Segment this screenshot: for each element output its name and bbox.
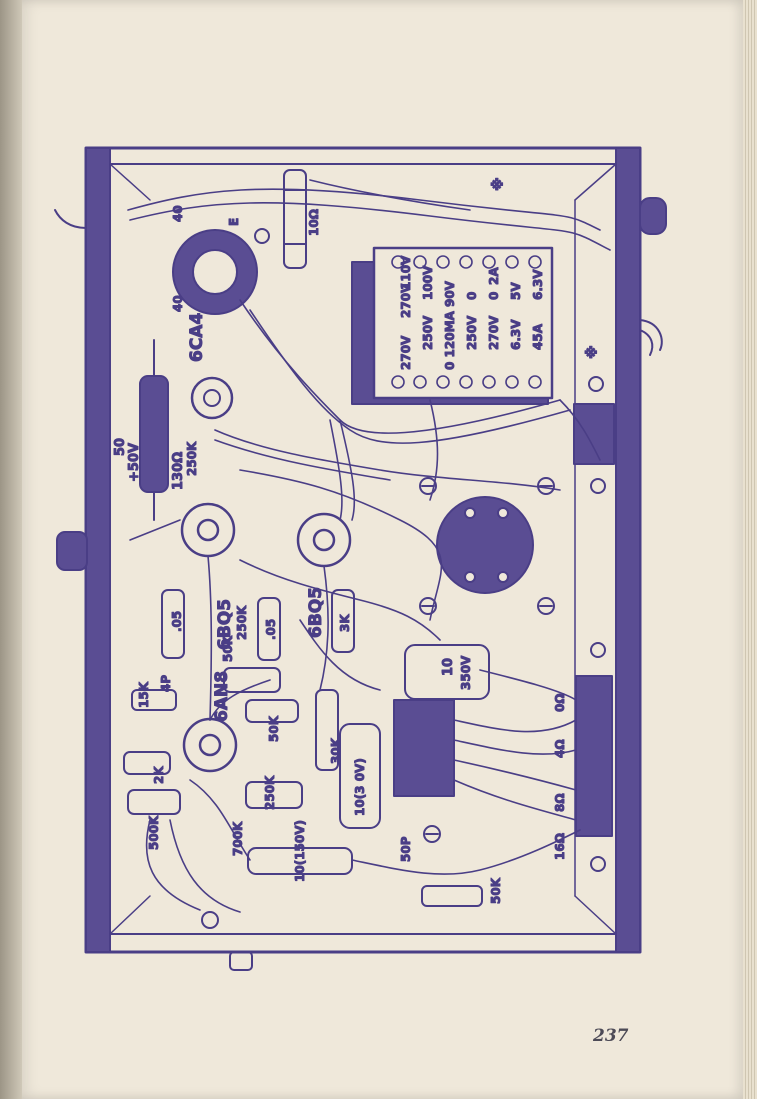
label-05-b: .05 (264, 619, 278, 640)
book-spine (0, 0, 22, 1099)
asterisk-mark-a: ※ (490, 178, 504, 194)
transformer-row1-d: 0 (465, 292, 479, 300)
resistor-10ohm (283, 169, 307, 269)
label-250k-a: 250K (185, 441, 199, 476)
label-50: 50 (113, 438, 128, 456)
transformer-row2-g: 45A (531, 323, 545, 350)
label-30k: 30K (329, 737, 343, 764)
transformer-row2-c: 0 120MA 90V (443, 280, 457, 370)
wiring (127, 179, 611, 913)
power-transformer (351, 246, 554, 405)
label-05-a: .05 (170, 611, 184, 632)
transformer-row1-b: 110V (399, 255, 413, 290)
label-250k-b: 250K (235, 605, 249, 640)
label-10-300v: 10(3 0V) (353, 758, 367, 816)
transformer-row2-e: 270V (487, 315, 501, 350)
speaker-tap-4ohm: 4Ω (553, 739, 567, 758)
terminal-strips (393, 403, 615, 837)
label-350v: 350V (459, 655, 473, 690)
transformer-row1-c: 100V (421, 265, 435, 300)
label-50p: 50P (399, 836, 413, 862)
speaker-tap-16ohm: 16Ω (553, 833, 567, 860)
label-tap-40-a: 40 (171, 205, 185, 222)
label-4p: 4P (159, 675, 173, 692)
page-edges (743, 0, 757, 1099)
label-700k: 700K (231, 821, 245, 856)
label-50v: +50V (127, 443, 142, 482)
filter-choke (436, 496, 534, 594)
transformer-row2-d: 250V (465, 315, 479, 350)
transformer-row1-h: 6.3V (531, 269, 545, 300)
label-3k: 3K (338, 614, 352, 632)
transformer-row2-a: 270V (399, 335, 413, 370)
tube-label-6an8: 6AN8 (212, 671, 232, 722)
label-50k-c: 50K (489, 877, 503, 904)
tube-label-6ca4: 6CA4 (187, 313, 207, 362)
label-250k-c: 250K (263, 775, 277, 810)
screws (201, 228, 606, 929)
transformer-row2-f: 6.3V (509, 319, 523, 350)
tube-label-6bq5-a: 6BQ5 (215, 599, 235, 650)
transformer-row1-a: 270V (399, 283, 413, 318)
resistor-130ohm (139, 339, 169, 521)
tube-label-6bq5-b: 6BQ5 (306, 587, 326, 638)
label-tap-40-b: 40 (171, 295, 185, 312)
transformer-row1-g: 5V (509, 282, 523, 300)
label-500k: 500K (147, 815, 161, 850)
label-2k: 2K (152, 766, 166, 784)
external-hardware (54, 197, 667, 971)
label-50k-b: 50K (267, 715, 281, 742)
transformer-row1-f: 2A (487, 267, 501, 285)
rectifier-socket (172, 229, 258, 420)
label-130ohm: 130Ω (171, 452, 186, 490)
speaker-tap-8ohm: 8Ω (553, 793, 567, 812)
label-50k-a: 50K (221, 635, 235, 662)
asterisk-mark-b: ※ (584, 346, 598, 362)
chassis (84, 146, 642, 954)
label-10ohm: 10Ω (307, 209, 321, 236)
page-number: 237 (593, 1026, 629, 1046)
label-10-150v: 10(150V) (293, 820, 307, 882)
label-tap-e: E (227, 218, 241, 226)
transformer-row1-e: 0 (487, 292, 501, 300)
label-10-cap: 10 (441, 658, 456, 676)
transformer-row2-b: 250V (421, 315, 435, 350)
speaker-tap-0ohm: 0Ω (553, 693, 567, 712)
label-15k: 15K (137, 681, 151, 708)
